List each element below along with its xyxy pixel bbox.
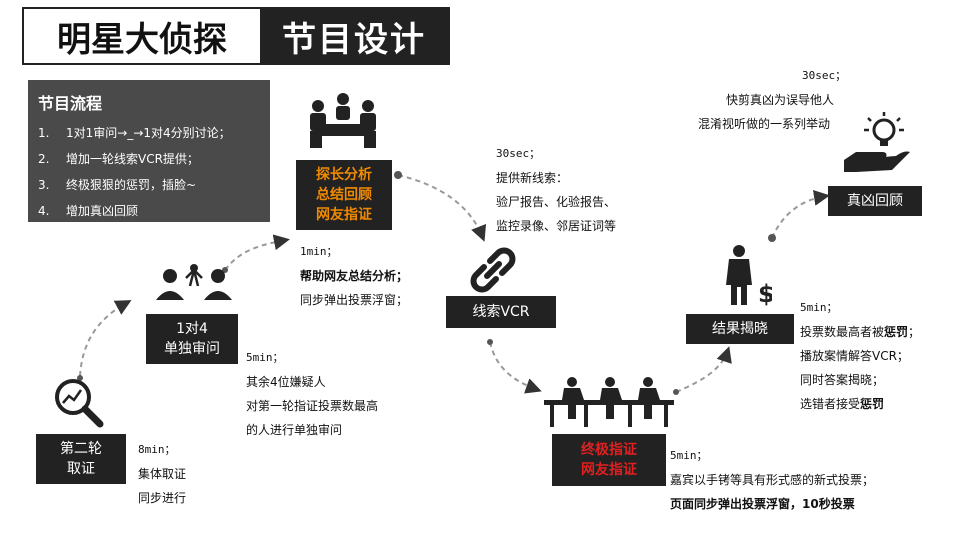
connector-5: [675, 346, 732, 393]
step-line: 取证: [67, 461, 95, 477]
note-line: 集体取证: [138, 467, 187, 481]
step-line: 线索VCR: [472, 304, 530, 320]
step-line: 总结回顾: [316, 187, 372, 203]
title-banner: 明星大侦探 节目设计: [22, 7, 450, 65]
note-time: 30sec；: [802, 69, 847, 82]
note-time: 8min；: [138, 443, 176, 456]
note-time: 5min；: [246, 351, 284, 364]
title-left: 明星大侦探: [57, 19, 227, 60]
note-killer-review: 30sec； 快剪真凶为误导他人 混淆视听做的一系列举动: [698, 64, 846, 136]
step-final-accusation: 终极指证 网友指证: [552, 434, 666, 486]
chain-link-icon: [470, 247, 516, 293]
flow-item-num: 2.: [38, 152, 50, 166]
flow-item-text: 增加真凶回顾: [66, 204, 139, 218]
note-line: 同步进行: [138, 491, 187, 505]
step-line: 结果揭晓: [712, 321, 768, 337]
step-line: 1对4: [176, 321, 208, 337]
step-result-reveal: 结果揭晓: [686, 314, 794, 344]
note-line: 同时答案揭晓；: [800, 373, 885, 387]
note-line: 嘉宾以手铐等具有形式感的新式投票；: [670, 473, 875, 487]
connector-4: [489, 341, 542, 394]
note-detective-analysis: 1min； 帮助网友总结分析； 同步弹出投票浮窗；: [300, 240, 408, 312]
flow-panel: 节目流程 1. 1对1审问→_→1对4分别讨论； 2. 增加一轮线索VCR提供； 3…: [28, 80, 270, 222]
jury-panel-icon: [544, 377, 674, 427]
step-killer-review: 真凶回顾: [828, 186, 922, 216]
flow-item: 1. 1对1审问→_→1对4分别讨论；: [38, 120, 260, 146]
note-clue-vcr: 30sec； 提供新线索： 验尸报告、化验报告、 监控录像、邻居证词等: [496, 142, 616, 238]
discussion-people-icon: [156, 264, 232, 300]
svg-text:$: $: [758, 280, 772, 306]
flow-item-text: 1对1审问→_→1对4分别讨论；: [66, 126, 231, 140]
connector-2: [224, 234, 290, 271]
flow-title: 节目流程: [38, 94, 103, 113]
title-right: 节目设计: [260, 9, 448, 63]
connector-1: [79, 300, 132, 377]
businessman-dollar-icon: $: [726, 245, 772, 306]
step-clue-vcr: 线索VCR: [446, 296, 556, 328]
note-line: 帮助网友总结分析；: [300, 269, 409, 283]
idea-hand-icon: [844, 112, 910, 172]
note-line: 快剪真凶为误导他人: [726, 93, 835, 107]
note-line: 投票数最高者被惩罚；: [800, 320, 920, 344]
step-line: 终极指证: [581, 442, 637, 458]
note-time: 1min；: [300, 245, 338, 258]
connector-6: [771, 189, 830, 239]
flow-item: 3. 终极狠狠的惩罚，插脸~: [38, 172, 260, 198]
step-line: 第二轮: [60, 441, 102, 457]
step-second-evidence: 第二轮 取证: [36, 434, 126, 484]
note-line: 同步弹出投票浮窗；: [300, 293, 409, 307]
step-line: 网友指证: [581, 462, 637, 478]
note-line: 验尸报告、化验报告、: [496, 195, 617, 209]
step-line: 单独审问: [164, 341, 220, 357]
step-line: 网友指证: [316, 207, 372, 223]
flow-item: 2. 增加一轮线索VCR提供；: [38, 146, 260, 172]
flow-item-num: 3.: [38, 178, 50, 192]
note-time: 5min；: [800, 301, 838, 314]
connector-3: [397, 174, 487, 242]
note-line: 播放案情解答VCR；: [800, 349, 909, 363]
magnifier-chart-icon: [55, 379, 104, 428]
note-text: 选错者接受: [800, 397, 861, 411]
note-final-accusation: 5min； 嘉宾以手铐等具有形式感的新式投票； 页面同步弹出投票浮窗，10秒投票: [670, 444, 874, 516]
meeting-table-icon: [310, 93, 376, 148]
note-one-on-four: 5min； 其余4位嫌疑人 对第一轮指证投票数最高 的人进行单独审问: [246, 346, 378, 442]
note-line: 选错者接受惩罚: [800, 392, 920, 416]
flow-item-text: 增加一轮线索VCR提供；: [66, 152, 199, 166]
note-line: 提供新线索：: [496, 171, 569, 185]
flow-item-num: 4.: [38, 204, 50, 218]
note-line: 的人进行单独审问: [246, 423, 343, 437]
step-one-on-four: 1对4 单独审问: [146, 314, 238, 364]
note-line: 混淆视听做的一系列举动: [698, 117, 831, 131]
note-second-evidence: 8min； 集体取证 同步进行: [138, 438, 186, 510]
note-line: 监控录像、邻居证词等: [496, 219, 617, 233]
flow-item: 4. 增加真凶回顾: [38, 198, 260, 224]
note-time: 30sec；: [496, 147, 541, 160]
note-result-reveal: 5min； 投票数最高者被惩罚； 播放案情解答VCR； 同时答案揭晓； 选错者接…: [800, 296, 920, 416]
flow-item-text: 终极狠狠的惩罚，插脸~: [66, 178, 197, 192]
note-emphasis: 惩罚: [860, 397, 885, 411]
note-line: 页面同步弹出投票浮窗，10秒投票: [670, 497, 855, 511]
flow-item-num: 1.: [38, 126, 50, 140]
note-line: 其余4位嫌疑人: [246, 375, 326, 389]
step-line: 真凶回顾: [847, 193, 903, 209]
note-text: ；: [908, 325, 921, 339]
step-line: 探长分析: [316, 167, 372, 183]
step-detective-analysis: 探长分析 总结回顾 网友指证: [296, 160, 392, 230]
note-text: 投票数最高者被: [800, 325, 885, 339]
note-time: 5min；: [670, 449, 708, 462]
note-line: 对第一轮指证投票数最高: [246, 399, 379, 413]
note-emphasis: 惩罚: [884, 325, 909, 339]
